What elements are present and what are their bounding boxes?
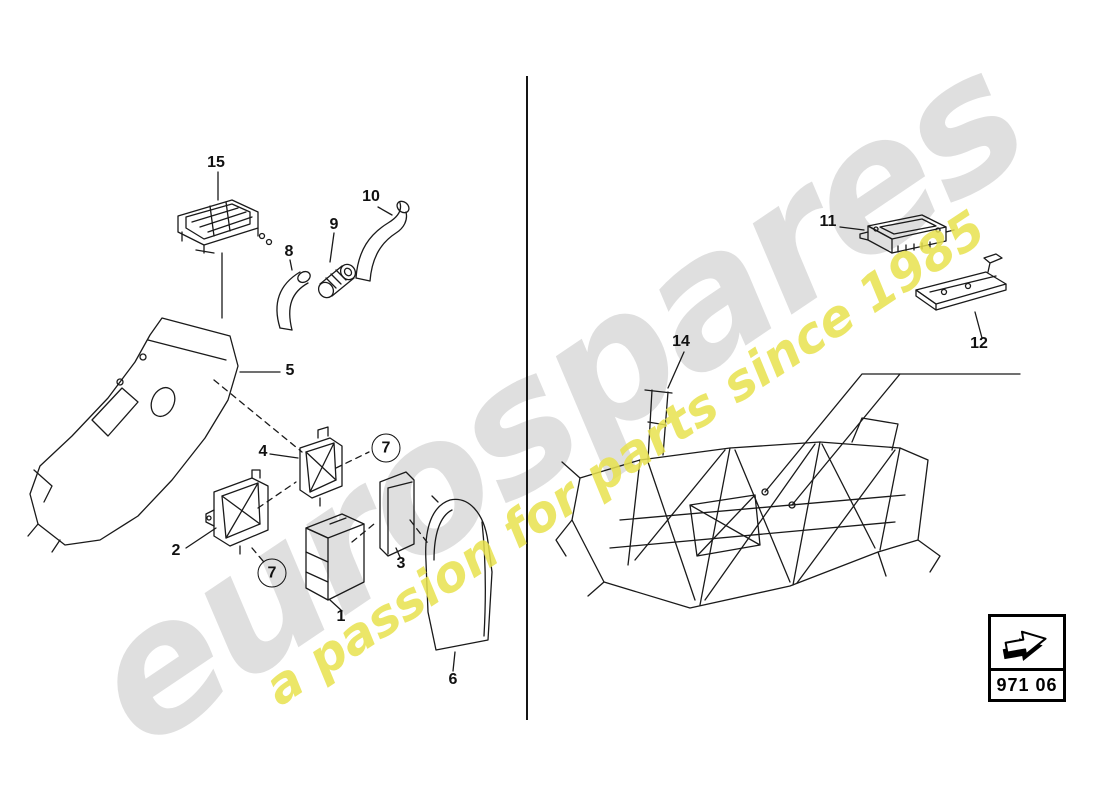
part-6-cover-duct-drawing [425,495,493,672]
part-code-label: 971 06 [991,668,1063,699]
part-2-bracket-drawing [185,469,269,562]
part-9-sleeve-drawing [317,232,357,299]
part-callout-7a[interactable]: 7 [371,433,401,463]
part-callout-6[interactable]: 6 [448,671,458,688]
part-callout-5[interactable]: 5 [285,362,295,379]
part-callout-3[interactable]: 3 [396,555,406,572]
part-12-bracket-plate-drawing [915,253,1007,339]
part-callout-9[interactable]: 9 [329,216,339,233]
part-10-curved-duct-drawing [355,200,410,282]
part-15-fusebox-drawing [177,171,273,319]
part-1-box-drawing [305,513,375,612]
part-callout-4[interactable]: 4 [258,443,268,460]
part-4-bracket-drawing [257,426,370,509]
part-callout-12[interactable]: 12 [970,335,988,352]
part-callout-10[interactable]: 10 [362,188,380,205]
part-callout-14[interactable]: 14 [672,333,690,350]
part-callout-15[interactable]: 15 [207,154,225,171]
diagram-divider [526,76,528,720]
part-5-console-drawing [27,317,303,553]
part-14-chassis-frame-drawing [555,351,1021,609]
part-8-elbow-hose-drawing [276,259,311,331]
direction-arrow-icon [991,617,1063,668]
part-callout-7b[interactable]: 7 [257,558,287,588]
part-callout-11[interactable]: 11 [819,213,837,230]
part-callout-2[interactable]: 2 [171,542,181,559]
part-code-box[interactable]: 971 06 [988,614,1066,702]
part-3-panel-drawing [379,471,431,558]
part-callout-8[interactable]: 8 [284,243,294,260]
part-callout-1[interactable]: 1 [336,608,346,625]
part-11-control-unit-drawing [839,214,955,254]
